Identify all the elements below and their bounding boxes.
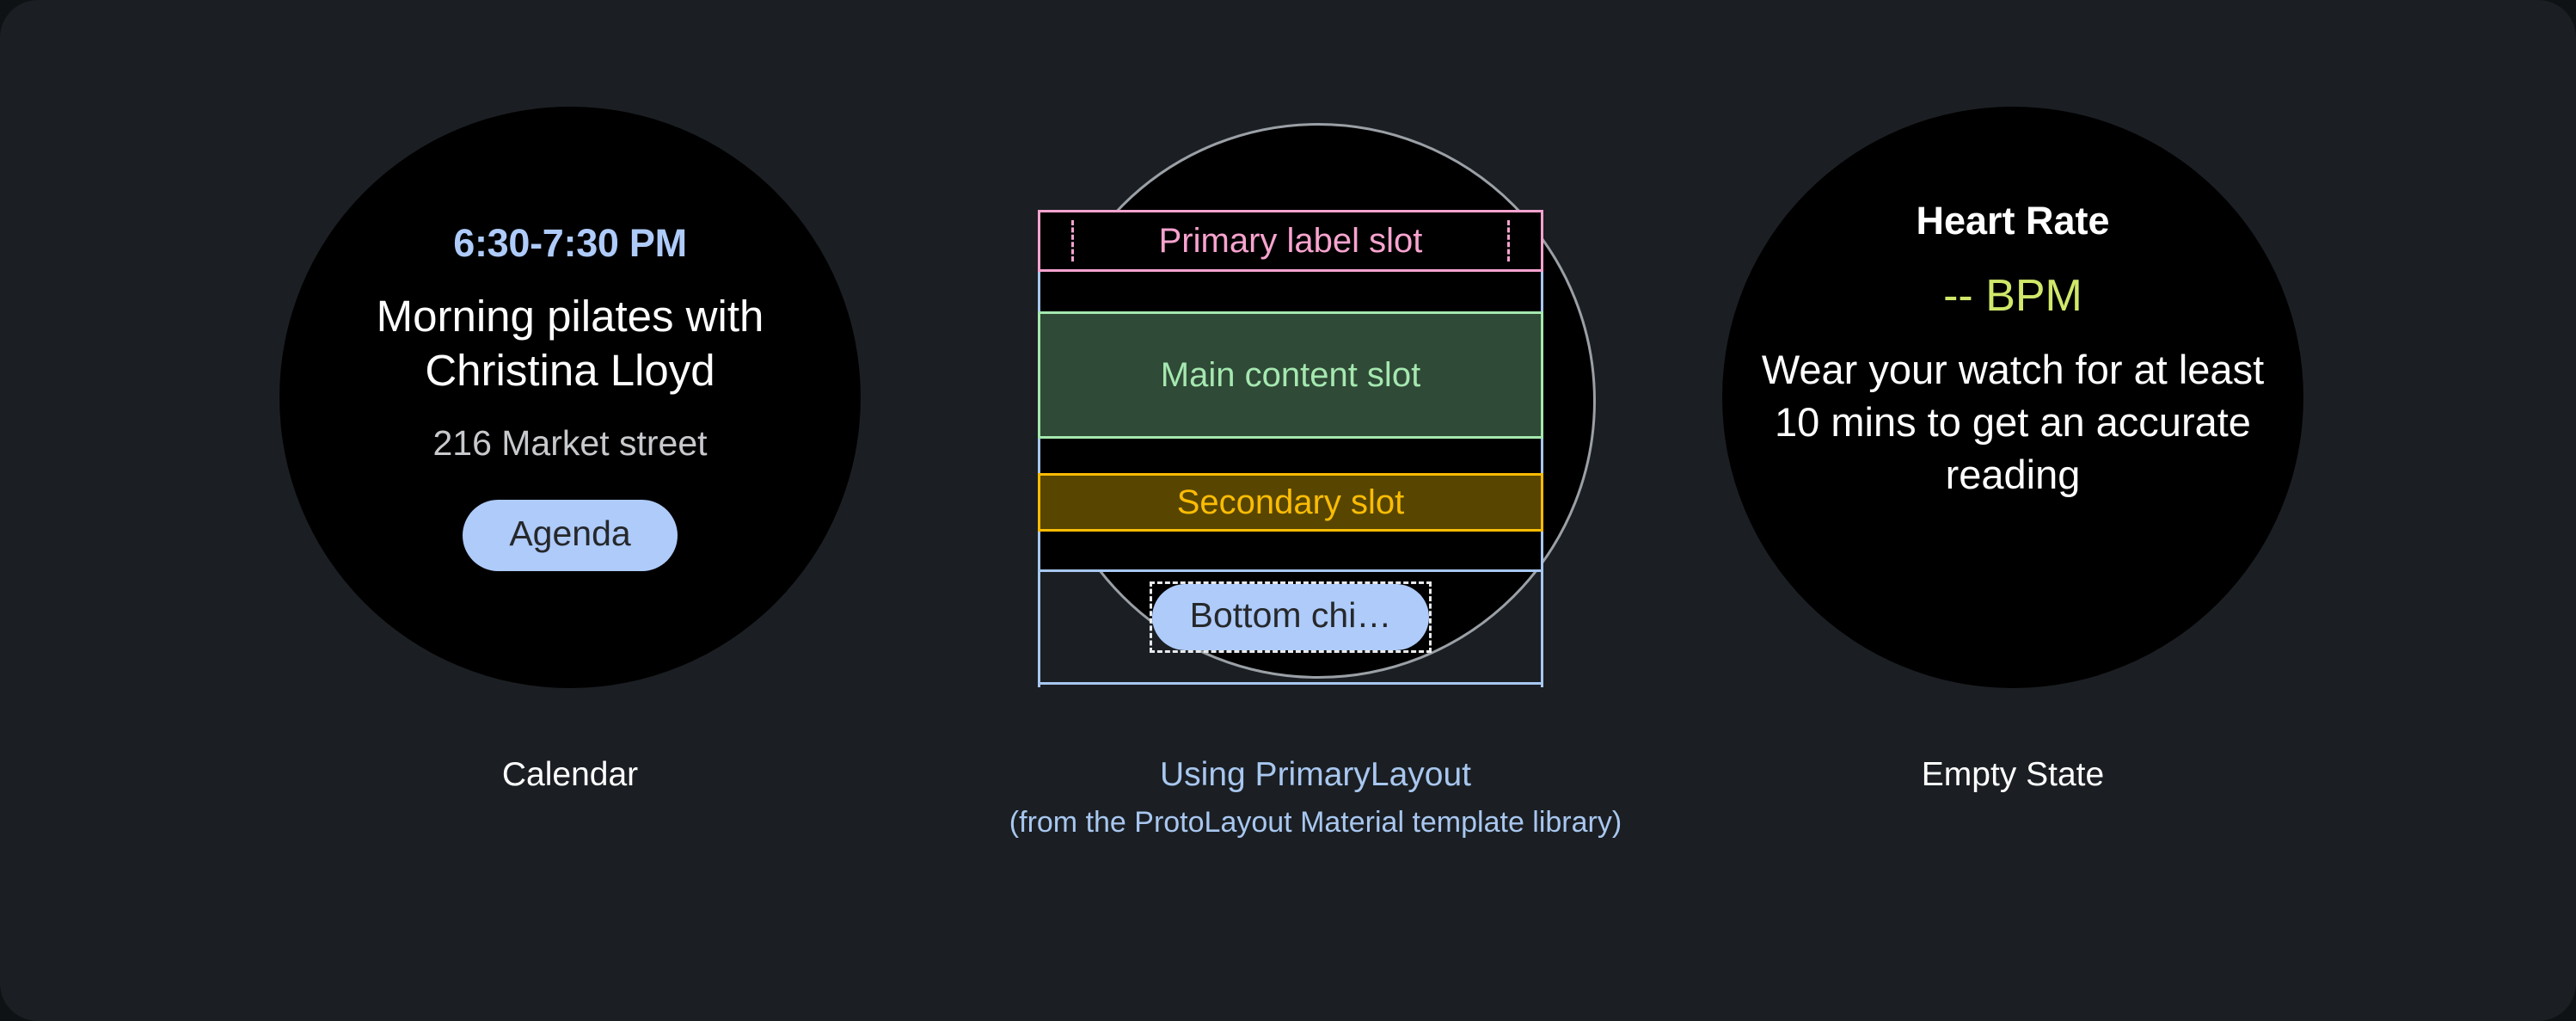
bottom-chip-button[interactable]: Bottom chi… — [1151, 584, 1430, 651]
heart-rate-title: Heart Rate — [1916, 199, 2110, 243]
caption-empty-state: Empty State — [1921, 756, 2105, 793]
spacer-3 — [1038, 532, 1543, 569]
caption-primary-layout-subtitle: (from the ProtoLayout Material template … — [1009, 805, 1622, 839]
slot-secondary: Secondary slot — [1038, 473, 1543, 532]
slot-bottom-chip-area: Bottom chi… — [1038, 569, 1543, 687]
heart-rate-description: Wear your watch for at least 10 mins to … — [1761, 346, 2265, 497]
watch-face-calendar: 6:30-7:30 PM Morning pilates with Christ… — [279, 107, 861, 688]
slot-primary-label: Primary label slot — [1038, 210, 1543, 272]
slot-main-content: Main content slot — [1038, 311, 1543, 439]
margin-guide-left-icon — [1071, 220, 1074, 261]
empty-state-watch-content: Heart Rate -- BPM Wear your watch for at… — [1722, 107, 2303, 688]
caption-calendar: Calendar — [501, 756, 639, 793]
primary-layout-frame: Primary label slot Main content slot Sec… — [1038, 210, 1543, 687]
watch-face-empty-state: Heart Rate -- BPM Wear your watch for at… — [1722, 107, 2303, 688]
spacer-1 — [1038, 272, 1543, 311]
slot-secondary-text: Secondary slot — [1176, 483, 1405, 521]
primary-layout-diagram: Primary label slot Main content slot Sec… — [1038, 123, 1596, 691]
spacer-2 — [1038, 439, 1543, 473]
heart-rate-value: -- BPM — [1943, 270, 2082, 321]
caption-primary-layout: Using PrimaryLayout (from the ProtoLayou… — [972, 753, 1659, 842]
bottom-chip-bounds-outline: Bottom chi… — [1149, 581, 1432, 654]
calendar-event-location: 216 Market street — [432, 422, 708, 463]
agenda-button[interactable]: Agenda — [463, 499, 678, 571]
slot-main-content-text: Main content slot — [1160, 355, 1421, 394]
slot-primary-label-text: Primary label slot — [1158, 221, 1423, 260]
margin-guide-right-icon — [1507, 220, 1510, 261]
calendar-event-title: Morning pilates with Christina Lloyd — [376, 291, 764, 395]
calendar-time-range: 6:30-7:30 PM — [453, 221, 687, 265]
caption-primary-layout-title: Using PrimaryLayout — [1160, 756, 1471, 793]
calendar-watch-content: 6:30-7:30 PM Morning pilates with Christ… — [279, 107, 861, 688]
